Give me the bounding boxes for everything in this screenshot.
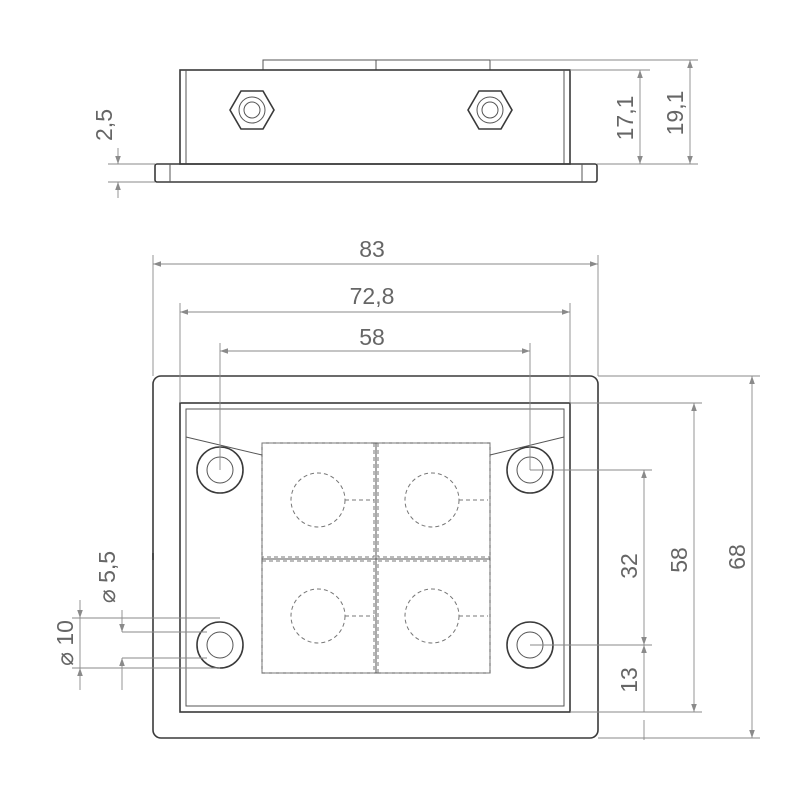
dim-hole-outer-diameter-label: ⌀ 10 [52,620,78,666]
dim-plate-thickness-label: 2,5 [91,109,117,141]
dim-inner-height: 58 [570,402,702,713]
side-nut-left-icon [229,90,275,130]
dim-hole-spacing-y-label: 32 [616,553,642,579]
dim-edge-offset-label: 13 [616,667,642,693]
mounting-hole-bl-icon [196,621,244,669]
dim-hole-spacing-x: 58 [219,324,531,470]
inner-frame [179,402,571,713]
cable-insert [261,442,491,674]
top-view: 83 72,8 58 68 58 [52,236,760,740]
dim-inner-width: 72,8 [179,283,571,403]
dim-inner-height-label: 58 [666,547,692,573]
side-body [179,69,571,165]
dim-plate-thickness: 2,5 [91,109,155,198]
side-nut-right-icon [467,90,513,130]
dim-overall-height: 68 [598,375,760,739]
side-view: 2,5 17,1 19,1 [91,59,698,198]
cable-port-1-icon [290,472,346,528]
side-base-plate [154,163,598,183]
cable-port-3-icon [290,588,346,644]
dim-total-height-label: 19,1 [662,91,688,136]
dim-overall-height-label: 68 [724,544,750,570]
dim-overall-width-label: 83 [359,236,385,262]
dim-overall-width: 83 [152,236,599,376]
dim-hole-spacing-x-label: 58 [359,324,385,350]
cable-port-4-icon [404,588,460,644]
dim-heights: 17,1 19,1 [490,59,698,165]
cable-port-2-icon [404,472,460,528]
dim-edge-offset: 13 [616,645,647,740]
dim-hole-diameters: ⌀ 10 ⌀ 5,5 [52,551,220,690]
dim-body-height-label: 17,1 [612,96,638,141]
dim-inner-width-label: 72,8 [350,283,395,309]
dim-hole-inner-diameter-label: ⌀ 5,5 [94,551,120,603]
dim-hole-spacing-y: 32 [530,469,652,646]
